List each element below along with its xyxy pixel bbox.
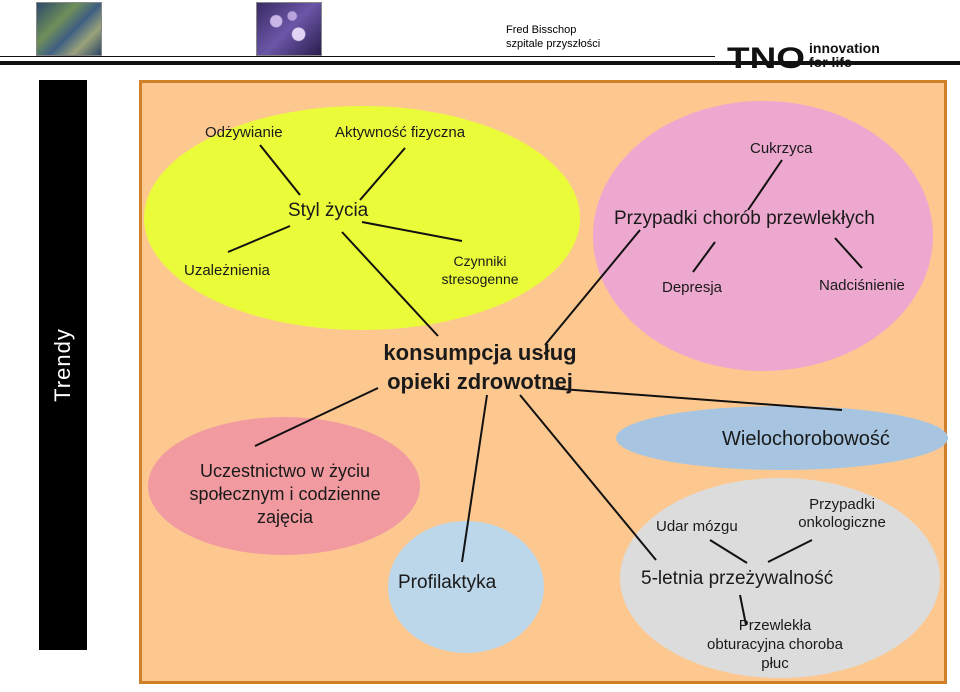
stress-line1: Czynniki bbox=[453, 253, 507, 269]
participation-line2: społecznym i codzienne bbox=[189, 484, 381, 504]
link-center-survival bbox=[519, 394, 657, 561]
link-survival-oncology bbox=[767, 539, 813, 563]
cells-thumbnail bbox=[256, 2, 322, 56]
center-line1: konsumpcja usług bbox=[383, 340, 577, 365]
header-divider-thin bbox=[0, 56, 715, 57]
center-line2: opieki zdrowotnej bbox=[387, 369, 573, 394]
lifestyle-title: Styl życia bbox=[288, 200, 369, 221]
oncology-line2: onkologiczne bbox=[798, 514, 886, 531]
item-depression: Depresja bbox=[662, 279, 723, 296]
copd-line3: płuc bbox=[761, 655, 789, 672]
item-diabetes: Cukrzyca bbox=[750, 140, 813, 157]
link-lifestyle-stress bbox=[361, 221, 463, 242]
prevention-ellipse bbox=[388, 521, 544, 653]
link-center-chronic bbox=[544, 229, 641, 346]
lifestyle-ellipse bbox=[144, 106, 580, 330]
item-addiction: Uzależnienia bbox=[184, 262, 270, 279]
link-chronic-depression bbox=[692, 241, 716, 273]
chronic-title: Przypadki chorób przewlekłych bbox=[614, 208, 875, 229]
link-lifestyle-addiction bbox=[227, 225, 291, 253]
item-physical-activity: Aktywność fizyczna bbox=[335, 124, 466, 141]
item-stress-factors: Czynniki stresogenne bbox=[425, 252, 535, 288]
participation-ellipse bbox=[148, 417, 420, 555]
link-center-participation bbox=[254, 387, 379, 447]
tno-logo: TNO bbox=[727, 44, 805, 70]
chronic-ellipse bbox=[593, 101, 933, 371]
stress-line2: stresogenne bbox=[441, 271, 519, 287]
map-thumbnail bbox=[36, 2, 102, 56]
link-survival-stroke bbox=[709, 539, 748, 564]
prevention-label: Profilaktyka bbox=[398, 572, 497, 593]
sidebar bbox=[39, 80, 87, 650]
link-survival-copd bbox=[739, 594, 747, 626]
tagline-line1: innovation bbox=[809, 40, 880, 56]
item-copd: Przewlekła obturacyjna choroba płuc bbox=[695, 616, 855, 673]
author-name: Fred Bisschop bbox=[506, 24, 577, 36]
participation-line3: zajęcia bbox=[256, 507, 314, 527]
participation-line1: Uczestnictwo w życiu bbox=[199, 461, 371, 481]
tno-logo-text: TNO bbox=[727, 44, 805, 70]
header-divider bbox=[0, 61, 960, 65]
center-topic: konsumpcja usług opieki zdrowotnej bbox=[330, 338, 630, 396]
link-chronic-diabetes bbox=[747, 159, 783, 211]
item-hypertension: Nadciśnienie bbox=[819, 277, 905, 294]
participation-label: Uczestnictwo w życiu społecznym i codzie… bbox=[150, 460, 420, 529]
link-center-lifestyle bbox=[341, 231, 439, 337]
link-lifestyle-activity bbox=[359, 147, 406, 201]
multimorbidity-label: Wielochorobowość bbox=[722, 428, 890, 450]
multimorbidity-ellipse bbox=[616, 406, 948, 470]
link-lifestyle-diet bbox=[259, 144, 301, 196]
item-stroke: Udar mózgu bbox=[656, 518, 738, 535]
item-oncology: Przypadki onkologiczne bbox=[782, 496, 902, 532]
copd-line1: Przewlekła bbox=[738, 617, 812, 634]
presentation-subtitle: szpitale przyszłości bbox=[506, 38, 601, 50]
survival-title: 5-letnia przeżywalność bbox=[641, 568, 834, 589]
survival-ellipse bbox=[620, 478, 940, 678]
oncology-line1: Przypadki bbox=[809, 496, 875, 513]
copd-line2: obturacyjna choroba bbox=[707, 636, 843, 653]
link-center-prevention bbox=[461, 394, 488, 563]
item-diet: Odżywianie bbox=[205, 124, 283, 141]
link-center-multimorbidity bbox=[547, 387, 843, 411]
link-chronic-hypertension bbox=[834, 237, 863, 269]
